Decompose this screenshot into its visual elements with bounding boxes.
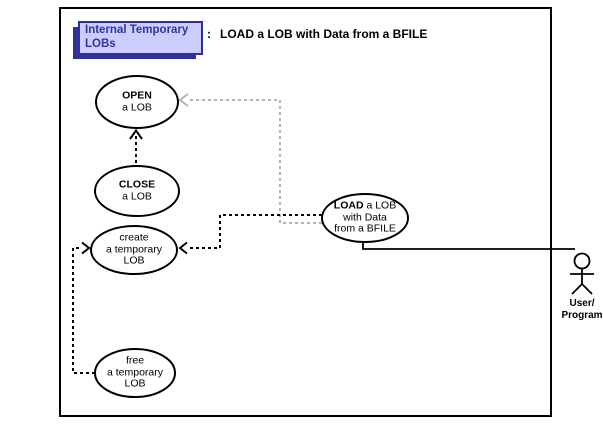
use-case-load-detail: with Data from a BFILE — [334, 211, 396, 235]
use-case-close-ellipse — [94, 165, 180, 217]
title-text: LOAD a LOB with Data from a BFILE — [220, 27, 428, 41]
use-case-load-name-line: LOAD a LOB — [333, 199, 397, 213]
use-case-open-label: OPEN a LOB — [122, 90, 152, 113]
diagram-frame — [59, 7, 552, 417]
use-case-close-name: CLOSE — [118, 178, 156, 191]
connector-free-to-create — [72, 247, 95, 374]
use-case-create-label: create a temporary LOB — [105, 231, 163, 267]
title-separator: : — [207, 27, 211, 41]
use-case-open-detail: a LOB — [122, 101, 152, 113]
use-case-create-ellipse — [90, 225, 178, 275]
use-case-close-detail: a LOB — [122, 190, 152, 202]
actor-user-program-icon — [570, 252, 594, 295]
use-case-free-label: free a temporary LOB — [106, 354, 164, 390]
arrowhead-load-to-open-icon — [178, 93, 189, 107]
category-tab: Internal Temporary LOBs — [78, 21, 203, 56]
use-case-load-ellipse — [321, 193, 409, 243]
connector-load-to-open — [188, 99, 322, 224]
actor-label: User/ Program — [561, 298, 603, 321]
diagram-title: : LOAD a LOB with Data from a BFILE — [207, 27, 427, 41]
category-tab-label: Internal Temporary LOBs — [85, 24, 189, 50]
association-load-to-actor — [362, 242, 575, 250]
arrowhead-close-to-open-icon — [129, 128, 143, 140]
use-case-load-name: LOAD — [333, 199, 364, 212]
connector-load-to-create — [187, 214, 322, 249]
use-case-load-label: LOAD a LOB with Data from a BFILE — [333, 199, 397, 236]
use-case-open-ellipse — [95, 75, 179, 129]
use-case-open-name: OPEN — [122, 89, 152, 102]
arrowhead-free-to-create-icon — [81, 241, 91, 255]
arrowhead-load-to-create-icon — [178, 241, 188, 255]
use-case-close-label: CLOSE a LOB — [119, 179, 155, 202]
use-case-free-ellipse — [94, 348, 176, 398]
use-case-load-name-rest: a LOB — [363, 199, 397, 212]
